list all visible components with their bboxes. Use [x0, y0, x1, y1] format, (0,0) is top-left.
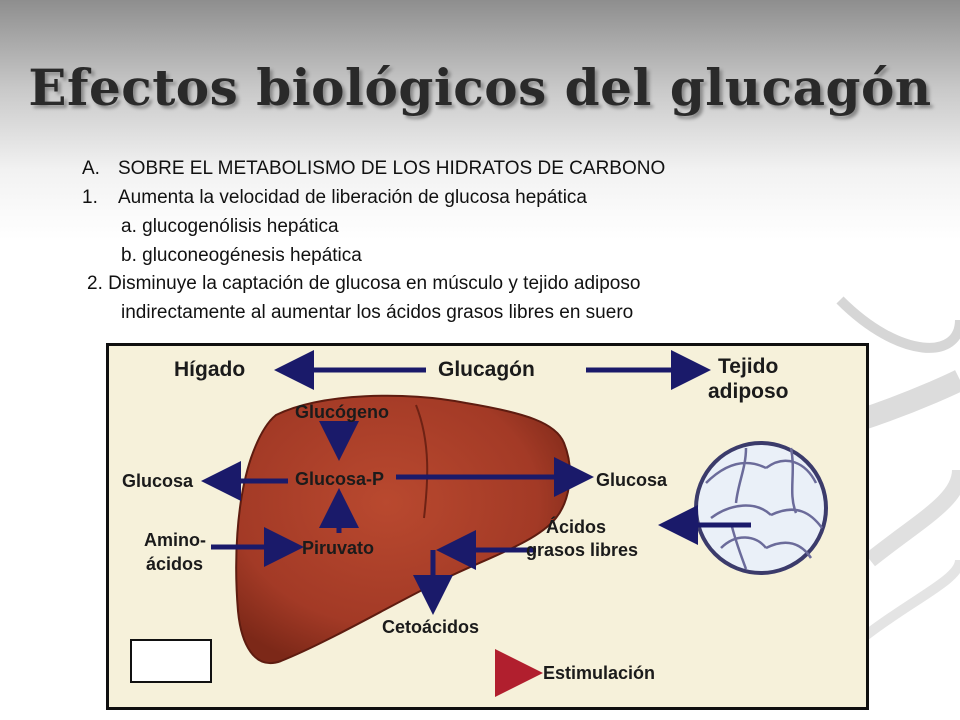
label-glucosa-left: Glucosa: [122, 471, 194, 491]
line-1-text: Aumenta la velocidad de liberación de gl…: [118, 187, 587, 208]
label-piruvato: Piruvato: [302, 538, 374, 558]
label-tejido: Tejido: [718, 355, 778, 378]
label-acidos-amino: ácidos: [146, 554, 203, 574]
label-glucosa-p: Glucosa-P: [295, 469, 384, 489]
legend-blank-box: [130, 639, 212, 683]
label-estimulacion: Estimulación: [543, 663, 655, 683]
label-grasos-libres: grasos libres: [526, 540, 638, 560]
line-2-first: 2. Disminuye la captación de glucosa en …: [87, 273, 641, 294]
line-a-label: A.: [82, 158, 100, 179]
line-1a: a. glucogenólisis hepática: [121, 216, 339, 237]
label-adiposo: adiposo: [708, 380, 789, 403]
line-1b: b. gluconeogénesis hepática: [121, 245, 362, 266]
line-1-label: 1.: [82, 187, 98, 208]
label-glucogeno: Glucógeno: [295, 402, 389, 422]
label-amino: Amino-: [144, 530, 206, 550]
label-cetoacidos: Cetoácidos: [382, 617, 479, 637]
label-higado: Hígado: [174, 358, 245, 381]
label-glucosa-right: Glucosa: [596, 470, 668, 490]
slide-title: Efectos biológicos del glucagón: [28, 58, 932, 117]
label-acidos: Ácidos: [546, 516, 606, 537]
glucagon-diagram: Hígado Glucagón Tejido adiposo Glucógeno…: [106, 343, 869, 710]
line-a-text: SOBRE EL METABOLISMO DE LOS HIDRATOS DE …: [118, 158, 666, 179]
line-2-second: indirectamente al aumentar los ácidos gr…: [121, 302, 634, 323]
label-glucagon: Glucagón: [438, 358, 535, 381]
adipose-tissue-image: [694, 441, 828, 575]
